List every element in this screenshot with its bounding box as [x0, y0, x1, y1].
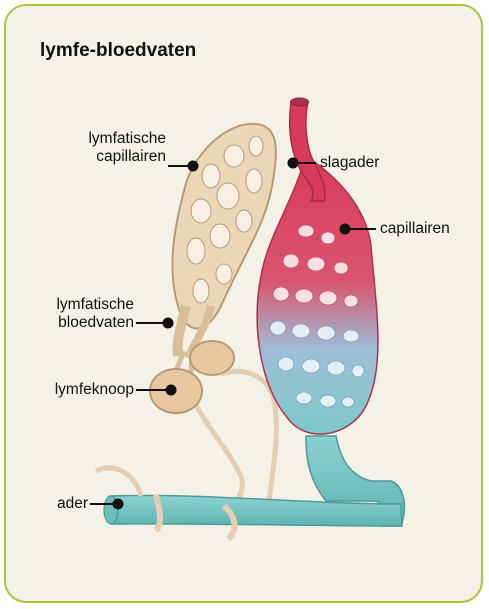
- label-lymph-capillaries-line2: capillairen: [54, 148, 166, 166]
- pointer-dot-lymph-vessels: [164, 319, 173, 328]
- pointer-dot-lymph-node: [167, 386, 176, 395]
- lymph-node-graphic: [150, 341, 276, 516]
- label-lymph-capillaries-line1: lymfatische: [54, 130, 166, 148]
- label-vein: ader: [26, 495, 88, 513]
- label-lymph-node: lymfeknoop: [16, 381, 134, 399]
- label-lymph-vessels-line1: lymfatische: [16, 296, 134, 314]
- label-lymph-vessels-line2: bloedvaten: [16, 314, 134, 332]
- pointer-dot-artery: [289, 159, 298, 168]
- pointer-dot-lymph-capillaries: [189, 162, 198, 171]
- label-capillaries: capillairen: [380, 220, 450, 238]
- pointer-dot-capillaries: [341, 225, 350, 234]
- label-lymph-capillaries: lymfatische capillairen: [54, 130, 166, 166]
- vein-graphic: [96, 436, 404, 539]
- diagram-card: lymfe-bloedvaten lymfatische capillairen…: [4, 4, 483, 603]
- pointer-dot-vein: [114, 500, 123, 509]
- diagram-title: lymfe-bloedvaten: [40, 40, 196, 62]
- label-lymph-vessels: lymfatische bloedvaten: [16, 296, 134, 332]
- label-artery: slagader: [320, 154, 379, 172]
